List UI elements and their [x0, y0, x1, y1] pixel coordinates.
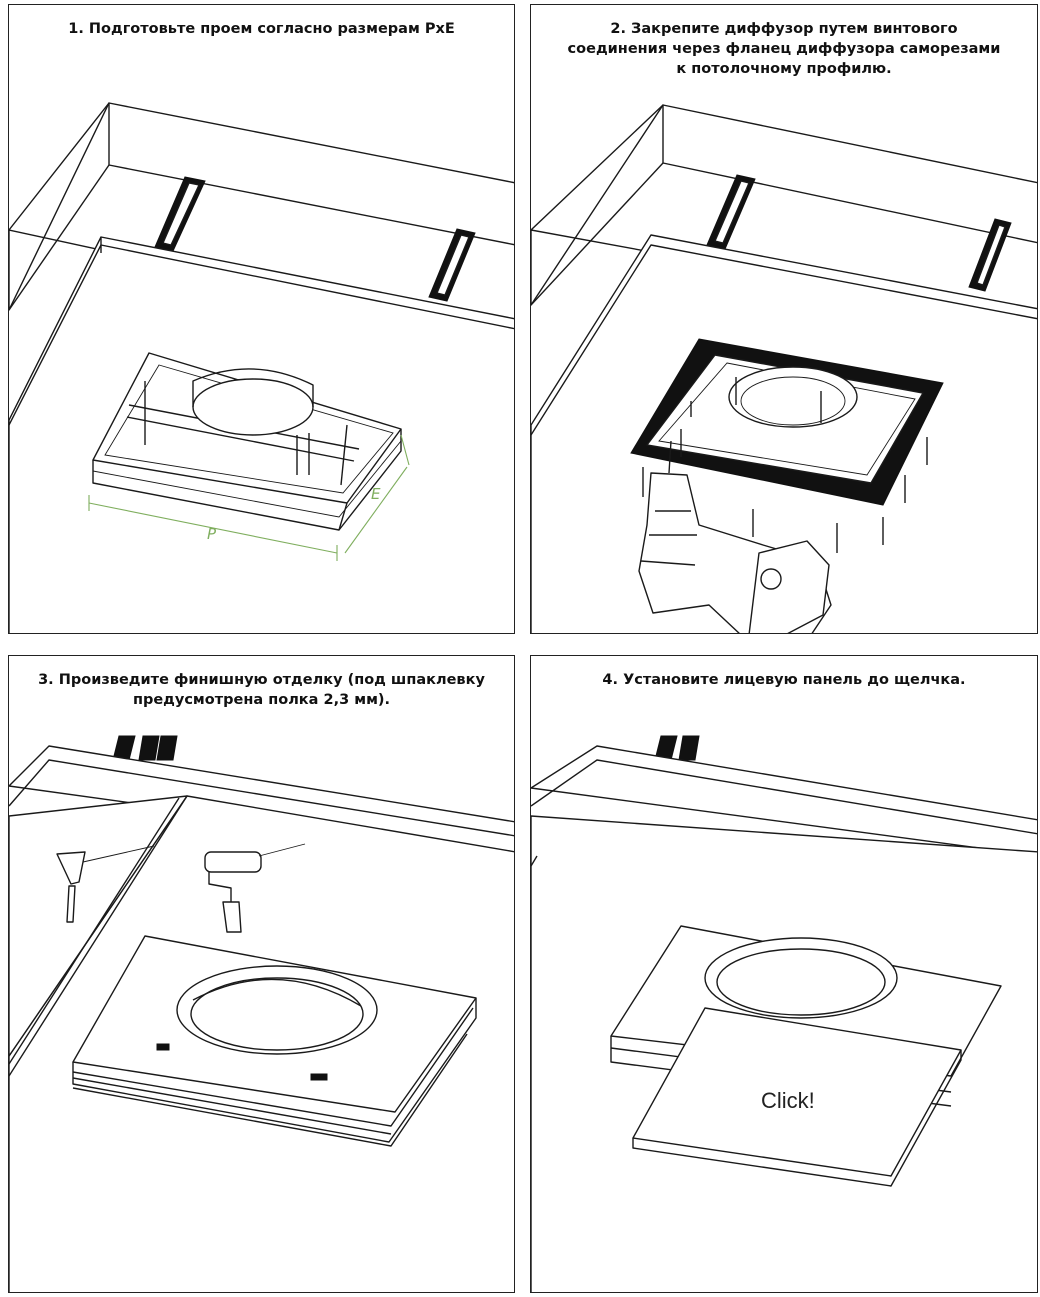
step-4-illustration: Click! [531, 735, 1037, 1292]
click-label: Click! [761, 1088, 815, 1113]
step-1-panel: 1. Подготовьте проем согласно размерам P… [8, 4, 515, 634]
step-4-caption: 4. Установите лицевую панель до щелчка. [602, 672, 966, 688]
step-2-illustration [531, 104, 1037, 633]
drill [638, 440, 832, 633]
ceiling-profiles [654, 735, 700, 761]
step-4-panel: 4. Установите лицевую панель до щелчка. … [530, 655, 1038, 1293]
diffuser-ring [704, 937, 898, 1019]
step-3-panel: 3. Произведите финишную отделку (под шпа… [8, 655, 515, 1293]
duct [192, 378, 314, 436]
roller-icon [204, 843, 306, 933]
step-1-illustration: P E [9, 102, 514, 633]
label-e: E [371, 485, 381, 503]
step-2-panel: 2. Закрепите диффузор путем винтового со… [530, 4, 1038, 634]
ceiling-profiles [112, 735, 178, 761]
label-p: P [207, 525, 217, 543]
diffuser-ring [728, 366, 858, 428]
dimension-e [344, 466, 408, 554]
step-3-illustration [9, 735, 514, 1292]
face-panel [632, 1007, 962, 1177]
step-1-caption: 1. Подготовьте проем согласно размерам P… [68, 21, 455, 37]
step-3-caption: 3. Произведите финишную отделку (под шпа… [38, 672, 485, 708]
diffuser-ring [176, 965, 378, 1055]
ceiling-profiles [706, 174, 1012, 292]
dimension-p [88, 502, 338, 554]
step-2-caption: 2. Закрепите диффузор путем винтового со… [567, 21, 1001, 77]
ceiling-profiles [154, 176, 476, 302]
spatula-icon [56, 845, 155, 923]
screws [642, 377, 928, 553]
